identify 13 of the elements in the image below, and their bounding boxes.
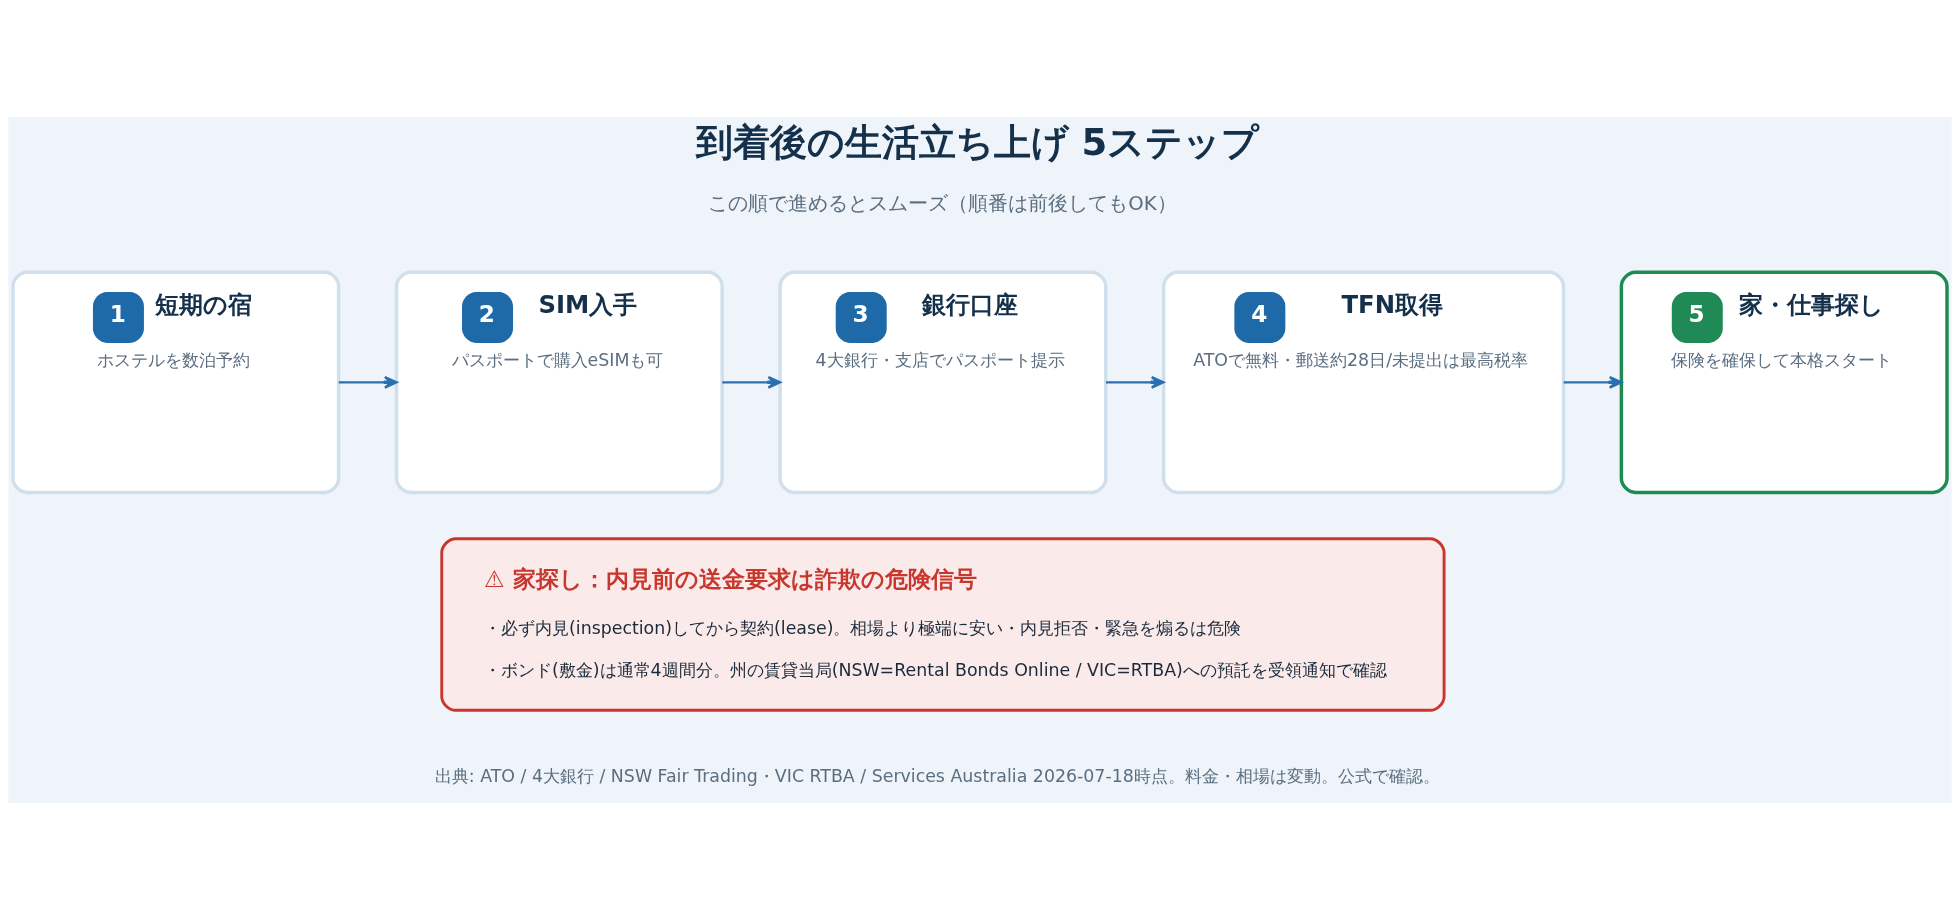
node-box: 4 TFN取得 ATOで無料・郵送約28日/未提出は最高税率 — [1161, 270, 1566, 495]
node-box: 2 SIM入手 パスポートで購入eSIMも可 — [394, 270, 724, 495]
node-box: ⚠ 家探し：内見前の送金要求は詐欺の危険信号 ・必ず内見(inspection)してから契約(lease)。相場より極端に安い・内見拒否・緊急を煽るは危険 ・ボンド(敷金)は通常4週間分。州の賃貸当局(NSW=Rental Bonds Online / VIC=RTBA)への預託を受領通知で確認 — [440, 537, 1446, 712]
arrow — [722, 376, 782, 389]
label: この順で進めるとスムーズ（順番は前後してもOK） — [708, 191, 1177, 215]
node-box: 1 短期の宿 ホステルを数泊予約 — [11, 270, 341, 495]
arrow — [1563, 376, 1623, 389]
arrow — [1106, 376, 1165, 389]
diagram-title: 到着後の生活立ち上げ 5ステップ — [695, 120, 1260, 164]
arrow — [338, 376, 398, 389]
node-box: 3 銀行口座 4大銀行・支店でパスポート提示 — [778, 270, 1108, 495]
node-box: 5 家・仕事探し 保険を確保して本格スタート — [1619, 270, 1949, 495]
caption: 出典: ATO / 4大銀行 / NSW Fair Trading・VIC RTBA / Services Australia 2026-07-18時点。料金・相場は変動。公式で確認。 — [434, 765, 1440, 786]
